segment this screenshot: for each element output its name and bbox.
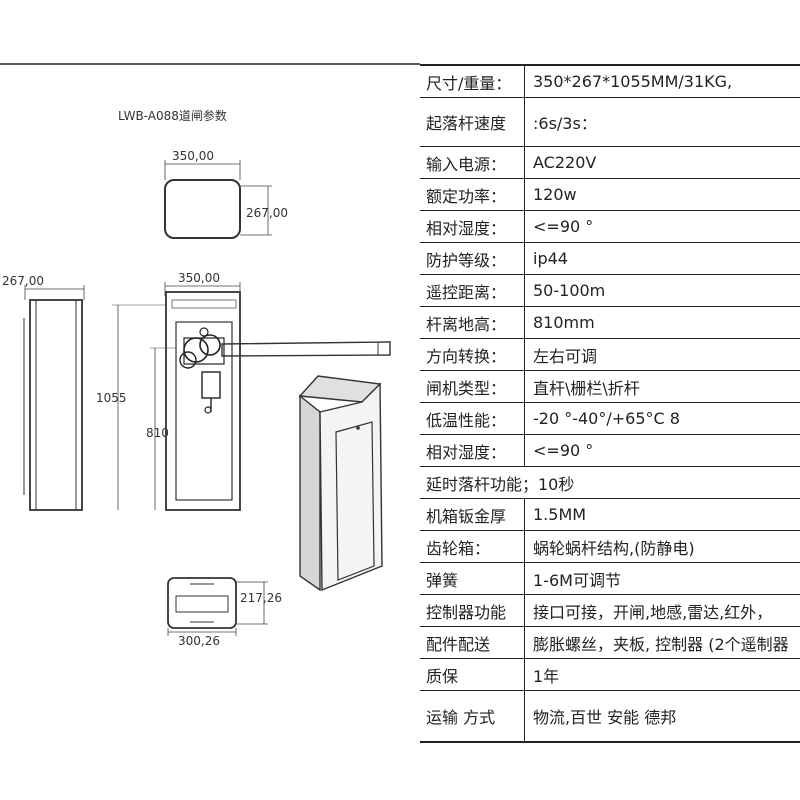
spec-label: 输入电源： [420, 146, 525, 179]
spec-row: 方向转换：左右可调 [420, 338, 800, 371]
spec-label: 防护等级： [420, 242, 525, 275]
spec-row: 相对湿度：<=90 ° [420, 434, 800, 467]
spec-label: 相对湿度： [420, 434, 525, 467]
spec-label: 齿轮箱： [420, 530, 525, 563]
spec-label: 相对湿度： [420, 210, 525, 243]
front-view: 350,00 1055 810 [96, 271, 391, 511]
dim-base-depth: 217,26 [240, 591, 282, 605]
spec-label: 遥控距离： [420, 274, 525, 307]
spec-row: 杆离地高：810mm [420, 306, 800, 339]
spec-label: 控制器功能 [420, 594, 525, 627]
spec-value: 接口可接，开闸,地感,雷达,红外， [524, 594, 800, 627]
spec-label: 杆离地高： [420, 306, 525, 339]
spec-row: 运输 方式物流,百世 安能 德邦 [420, 690, 800, 743]
spec-row: 延时落杆功能；10秒 [420, 466, 800, 499]
spec-label: 运输 方式 [420, 690, 525, 743]
spec-row: 输入电源：AC220V [420, 146, 800, 179]
spec-value: 350*267*1055MM/31KG, [524, 64, 800, 98]
technical-drawing: LWB-A088道闸参数 350,00 267,00 267,00 350,00 [0, 63, 420, 648]
spec-row: 低温性能：-20 °-40°/+65°C 8 [420, 402, 800, 435]
spec-label: 质保 [420, 658, 525, 691]
spec-label: 闸机类型： [420, 370, 525, 403]
spec-label: 额定功率： [420, 178, 525, 211]
spec-value: 1-6M可调节 [524, 562, 800, 595]
spec-value: <=90 ° [524, 434, 800, 467]
spec-row: 闸机类型：直杆\栅栏\折杆 [420, 370, 800, 403]
dim-top-width: 350,00 [172, 149, 214, 163]
spec-value: 蜗轮蜗杆结构,(防静电) [524, 530, 800, 563]
spec-row: 起落杆速度:6s/3s： [420, 97, 800, 147]
top-view: 350,00 267,00 [164, 149, 288, 239]
spec-value: :6s/3s： [524, 97, 800, 147]
spec-row: 防护等级：ip44 [420, 242, 800, 275]
spec-label: 低温性能： [420, 402, 525, 435]
spec-row: 齿轮箱：蜗轮蜗杆结构,(防静电) [420, 530, 800, 563]
spec-value: 1年 [524, 658, 800, 691]
spec-value: 810mm [524, 306, 800, 339]
spec-value: ip44 [524, 242, 800, 275]
dim-top-depth: 267,00 [246, 206, 288, 220]
spec-row: 尺寸/重量：350*267*1055MM/31KG, [420, 64, 800, 98]
dim-front-width: 350,00 [178, 271, 220, 285]
side-view: 267,00 [2, 274, 85, 511]
spec-value: -20 °-40°/+65°C 8 [524, 402, 800, 435]
spec-label: 弹簧 [420, 562, 525, 595]
spec-value: 左右可调 [524, 338, 800, 371]
spec-row: 相对湿度：<=90 ° [420, 210, 800, 243]
spec-row: 遥控距离：50-100m [420, 274, 800, 307]
spec-value: <=90 ° [524, 210, 800, 243]
spec-value: 1.5MM [524, 498, 800, 531]
spec-label: 方向转换： [420, 338, 525, 371]
spec-table: 尺寸/重量：350*267*1055MM/31KG,起落杆速度:6s/3s：输入… [420, 64, 800, 743]
product-3d-view [298, 375, 383, 592]
spec-value: 直杆\栅栏\折杆 [524, 370, 800, 403]
spec-row: 配件配送膨胀螺丝，夹板, 控制器 (2个遥制器 [420, 626, 800, 659]
spec-label: 起落杆速度 [420, 97, 525, 147]
spec-label: 尺寸/重量： [420, 64, 525, 98]
spec-value: 物流,百世 安能 德邦 [524, 690, 800, 743]
spec-value: AC220V [524, 146, 800, 179]
spec-label: 机箱钣金厚 [420, 498, 525, 531]
spec-label: 延时落杆功能；10秒 [420, 466, 800, 499]
spec-value: 膨胀螺丝，夹板, 控制器 (2个遥制器 [524, 626, 800, 659]
spec-row: 额定功率：120w [420, 178, 800, 211]
spec-label: 配件配送 [420, 626, 525, 659]
dim-height: 1055 [96, 391, 127, 405]
drawing-title: LWB-A088道闸参数 [118, 108, 227, 123]
dim-arm-height: 810 [146, 426, 169, 440]
spec-value: 120w [524, 178, 800, 211]
spec-value: 50-100m [524, 274, 800, 307]
spec-row: 控制器功能接口可接，开闸,地感,雷达,红外， [420, 594, 800, 627]
base-view: 217,26 300,26 [167, 577, 282, 648]
dim-side-depth: 267,00 [2, 274, 44, 288]
dim-base-width: 300,26 [178, 634, 220, 648]
